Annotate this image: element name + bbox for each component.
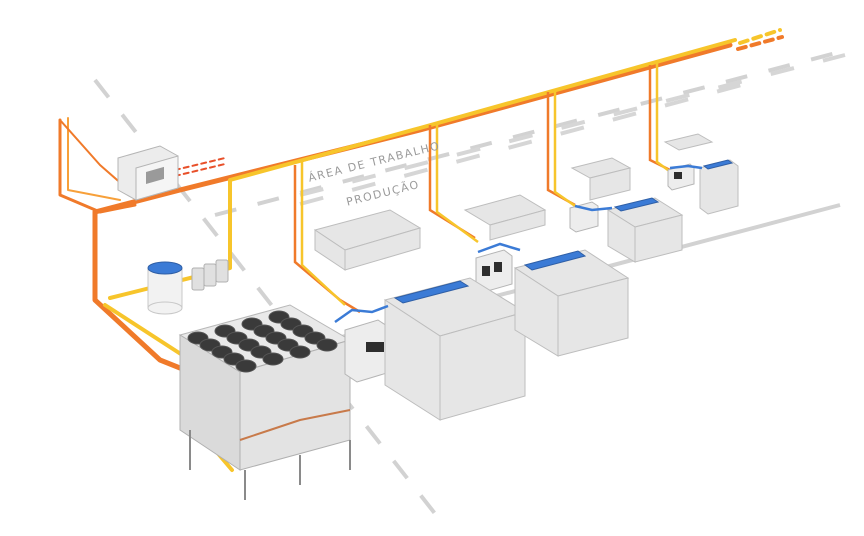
floor-dash-lines-2 [299, 53, 846, 206]
chiller-unit-icon [344, 163, 695, 383]
water-tank-icon [147, 261, 183, 315]
pump-icon [191, 259, 229, 291]
fan-icon [316, 338, 338, 352]
dry-cooler-fan-icon [178, 304, 352, 500]
water-lines [334, 164, 703, 324]
fan-icon [289, 345, 311, 359]
fan-icon [235, 359, 257, 373]
pipe-yellow-main [108, 38, 737, 300]
pipe-orange-down [92, 209, 183, 371]
main-pipes [58, 28, 784, 472]
injection-machine-icon [313, 133, 739, 421]
fan-icon [262, 352, 284, 366]
electrical-panel [117, 145, 179, 201]
branch-pipes [293, 62, 673, 314]
